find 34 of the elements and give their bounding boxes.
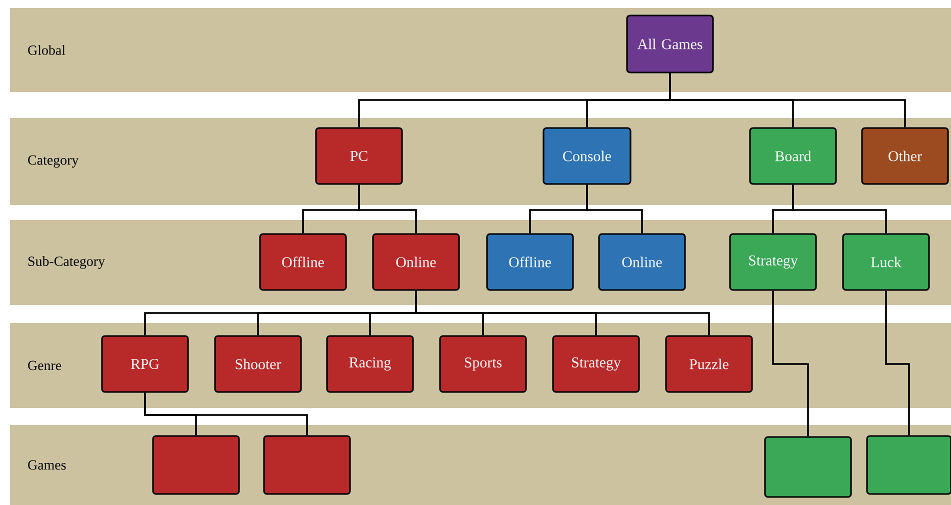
category-box: Other xyxy=(861,127,949,185)
connector xyxy=(586,184,643,234)
connector xyxy=(144,392,308,436)
connector xyxy=(885,290,910,436)
row-label: Games xyxy=(28,460,66,470)
connector xyxy=(772,290,809,436)
connector xyxy=(358,184,417,234)
row-label: Genre xyxy=(28,360,62,370)
category-box: Racing xyxy=(326,335,414,393)
category-box: Sports xyxy=(439,335,527,393)
connector xyxy=(792,184,887,234)
category-box: RPG xyxy=(101,335,189,393)
category-box: Offline xyxy=(259,233,347,291)
category-box: Luck xyxy=(842,233,930,291)
category-box: PC xyxy=(315,127,403,185)
row-label: Global xyxy=(28,45,66,55)
category-box: All Games xyxy=(626,14,714,74)
category-box: Shooter xyxy=(214,335,302,393)
category-box: Board xyxy=(749,127,837,185)
category-box: Strategy xyxy=(552,335,640,393)
category-box: Offline xyxy=(486,233,574,291)
empty-box xyxy=(866,435,951,495)
empty-box xyxy=(152,435,240,495)
category-box: Online xyxy=(598,233,686,291)
connector xyxy=(415,290,710,336)
row-label: Sub-Category xyxy=(28,256,105,269)
category-box: Online xyxy=(372,233,460,291)
category-box: Console xyxy=(542,127,632,185)
empty-box xyxy=(263,435,351,495)
empty-box xyxy=(764,436,852,498)
category-box: Strategy xyxy=(729,233,817,291)
row-label: Category xyxy=(28,155,79,168)
category-box: Puzzle xyxy=(665,335,753,393)
connector xyxy=(669,73,906,128)
